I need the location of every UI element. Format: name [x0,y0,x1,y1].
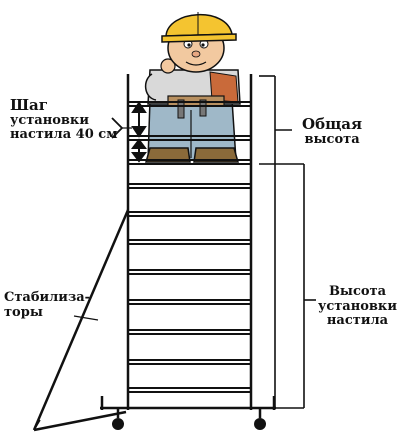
total-height-label: Общая высота [302,116,362,147]
step-label: Шаг установки настила 40 см [10,97,118,143]
left-wheel-icon [112,418,124,430]
total-height-label-line-2: высота [304,131,360,147]
scaffold-base [100,396,276,418]
builder-character-icon [144,12,241,163]
total-height-label-line-1: Общая [302,115,363,133]
step-label-line-3: настила 40 см [10,127,118,143]
scaffold-frame [126,74,253,410]
stabilizer-strut [32,209,130,432]
platform-height-label-line-2: установки [318,298,397,314]
stabilizer-leader-line [73,315,99,321]
platform-height-label-line-3: настила [326,313,389,329]
stabilizers-label: Стабилиза- торы [4,290,91,320]
step-label-line-1: Шаг [10,96,48,114]
right-wheel-icon [254,418,266,430]
scaffold-rungs [128,101,251,393]
total-height-bracket [259,75,292,409]
stabilizers-label-line-2: торы [4,304,43,320]
platform-height-label: Высота установки настила [318,284,397,329]
step-dimension-arrows [131,101,147,163]
platform-height-label-line-1: Высота [328,284,387,299]
platform-height-bracket [259,163,316,409]
stabilizers-label-line-1: Стабилиза- [4,290,91,305]
step-label-line-2: установки [10,112,89,128]
